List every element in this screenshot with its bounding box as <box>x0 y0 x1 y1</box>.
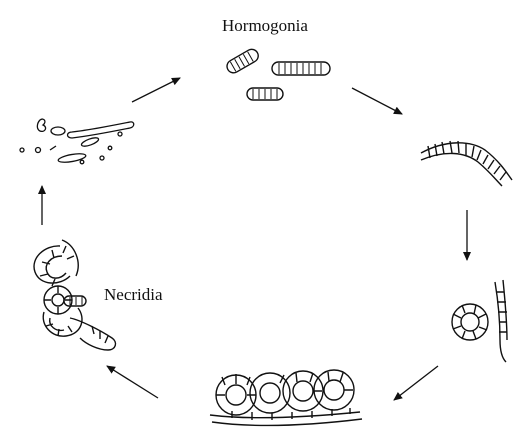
coiling-filament <box>452 280 507 362</box>
young-filament <box>421 141 512 186</box>
cycle-arrow-hormogonia-to-filament <box>352 88 402 114</box>
coiled-chain-filaments <box>210 370 362 426</box>
necridia-label: Necridia <box>104 285 163 305</box>
hormogonia-filaments <box>225 47 330 100</box>
hormogonia-label: Hormogonia <box>222 16 308 36</box>
cycle-arrow-chain-to-necridia <box>107 366 158 398</box>
fragmented-filaments <box>20 119 134 164</box>
cycle-arrow-fragments-to-hormogonia <box>132 78 180 102</box>
cycle-arrow-coil-to-chain <box>394 366 438 400</box>
